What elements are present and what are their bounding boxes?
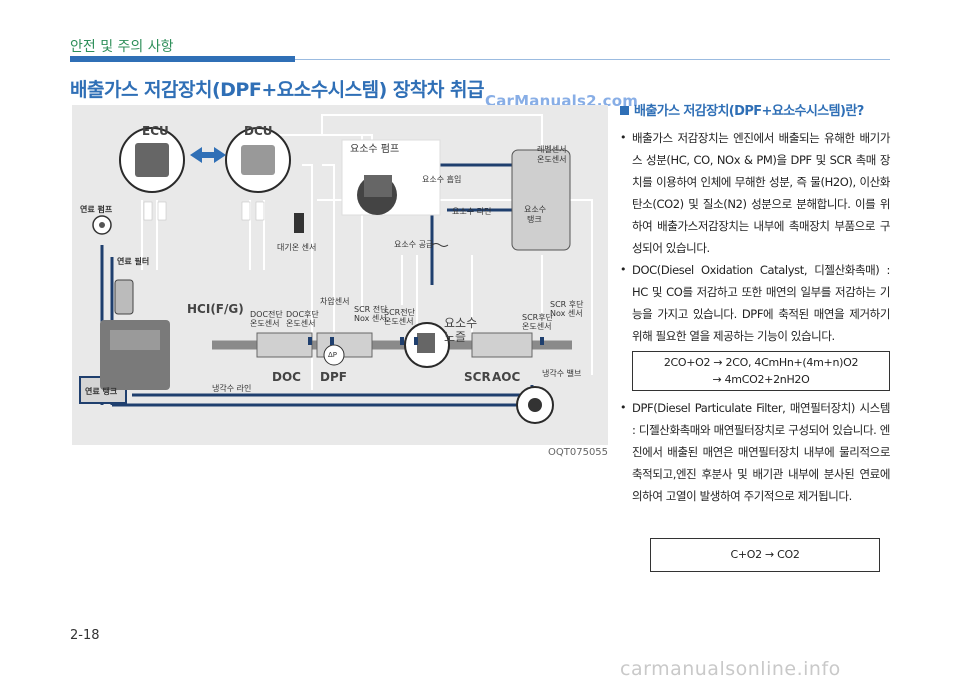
heading-square-icon — [620, 106, 629, 115]
ecu-label: ECU — [142, 124, 169, 138]
fuel-filter-label: 연료 필터 — [117, 257, 150, 266]
diff-sensor-label: 차압센서 — [320, 297, 350, 306]
doc-rear-label-2: 온도센서 — [286, 319, 316, 328]
urea-nozzle-label-1: 요소수 — [444, 316, 478, 330]
scr-rear-temp-label-2: 온도센서 — [522, 322, 552, 331]
aoc-label: AOC — [492, 370, 521, 384]
urea-pump-label: 요소수 펌프 — [350, 144, 400, 155]
scr-front-temp-label-1: SCR전단 — [384, 308, 415, 317]
coolant-valve-label: 냉각수 밸브 — [542, 369, 582, 378]
header-divider — [295, 59, 890, 60]
urea-return-label: 요소수 리턴 — [452, 207, 492, 216]
emission-system-diagram: ECU DCU 연료 펌프 연료 필터 연료 탱크 대기온 센서 요소수 펌프 … — [72, 105, 608, 445]
bullet-dpf: DPF(Diesel Particulate Filter, 매연필터장치) 시… — [620, 397, 890, 507]
urea-tank-label-1: 요소수 — [524, 205, 547, 214]
urea-supply-label: 요소수 공급 — [394, 240, 434, 249]
page-number: 2-18 — [70, 628, 100, 643]
doc-rear-label-1: DOC후단 — [286, 310, 319, 319]
scr-front-temp-label-2: 온도센서 — [384, 317, 414, 326]
coolant-line-label: 냉각수 라인 — [212, 384, 252, 393]
bullet-emission-intro: 배출가스 저감장치는 엔진에서 배출되는 유해한 배기가스 성분(HC, CO,… — [620, 127, 890, 259]
scr-front-nox-label-2: Nox 센서 — [354, 314, 387, 323]
figure-code: OQT075055 — [548, 447, 609, 458]
dpf-label: DPF — [320, 370, 347, 384]
formula-doc: 2CO+O2 → 2CO, 4CmHn+(4m+n)O2 → 4mCO2+2nH… — [632, 351, 890, 391]
section-heading-text: 배출가스 저감장치(DPF+요소수시스템)란? — [634, 104, 864, 119]
level-sensor-label: 레벨센서 — [537, 145, 567, 154]
formula-dpf: C+O2 → CO2 — [650, 538, 880, 572]
doc-front-label-2: 온도센서 — [250, 319, 280, 328]
urea-suction-label: 요소수 흡입 — [422, 175, 462, 184]
section-content: 배출가스 저감장치(DPF+요소수시스템)란? 배출가스 저감장치는 엔진에서 … — [620, 100, 890, 507]
section-header: 안전 및 주의 사항 — [70, 39, 174, 55]
scr-rear-nox-label-1: SCR 후단 — [550, 300, 584, 309]
scr-rear-nox-label-2: Nox 센서 — [550, 309, 583, 318]
section-heading: 배출가스 저감장치(DPF+요소수시스템)란? — [620, 100, 890, 119]
temp-sensor-label: 온도센서 — [537, 155, 567, 164]
page-title: 배출가스 저감장치(DPF+요소수시스템) 장착차 취급 — [70, 79, 484, 101]
atmo-sensor-label: 대기온 센서 — [277, 243, 317, 252]
formula-doc-line1: 2CO+O2 → 2CO, 4CmHn+(4m+n)O2 — [663, 356, 859, 369]
doc-label: DOC — [272, 370, 301, 384]
bullet-doc: DOC(Diesel Oxidation Catalyst, 디젤산화촉매) :… — [620, 259, 890, 347]
delta-p-label: ΔP — [328, 351, 338, 359]
urea-nozzle-label-2: 노즐 — [444, 330, 467, 344]
header-bar — [70, 56, 295, 62]
urea-tank-label-2: 탱크 — [527, 215, 542, 224]
scr-front-nox-label-1: SCR 전단 — [354, 305, 388, 314]
scr-label: SCR — [464, 370, 491, 384]
fuel-pump-label: 연료 펌프 — [80, 205, 113, 214]
formula-doc-line2: → 4mCO2+2nH2O — [712, 373, 810, 386]
hci-label: HCI(F/G) — [187, 302, 244, 316]
footer-watermark: carmanualsonline.info — [620, 658, 841, 680]
dcu-label: DCU — [244, 124, 273, 138]
diagram-graphics — [79, 114, 593, 424]
fuel-tank-label: 연료 탱크 — [85, 387, 118, 396]
doc-front-label-1: DOC전단 — [250, 310, 283, 319]
scr-rear-temp-label-1: SCR후단 — [522, 313, 553, 322]
